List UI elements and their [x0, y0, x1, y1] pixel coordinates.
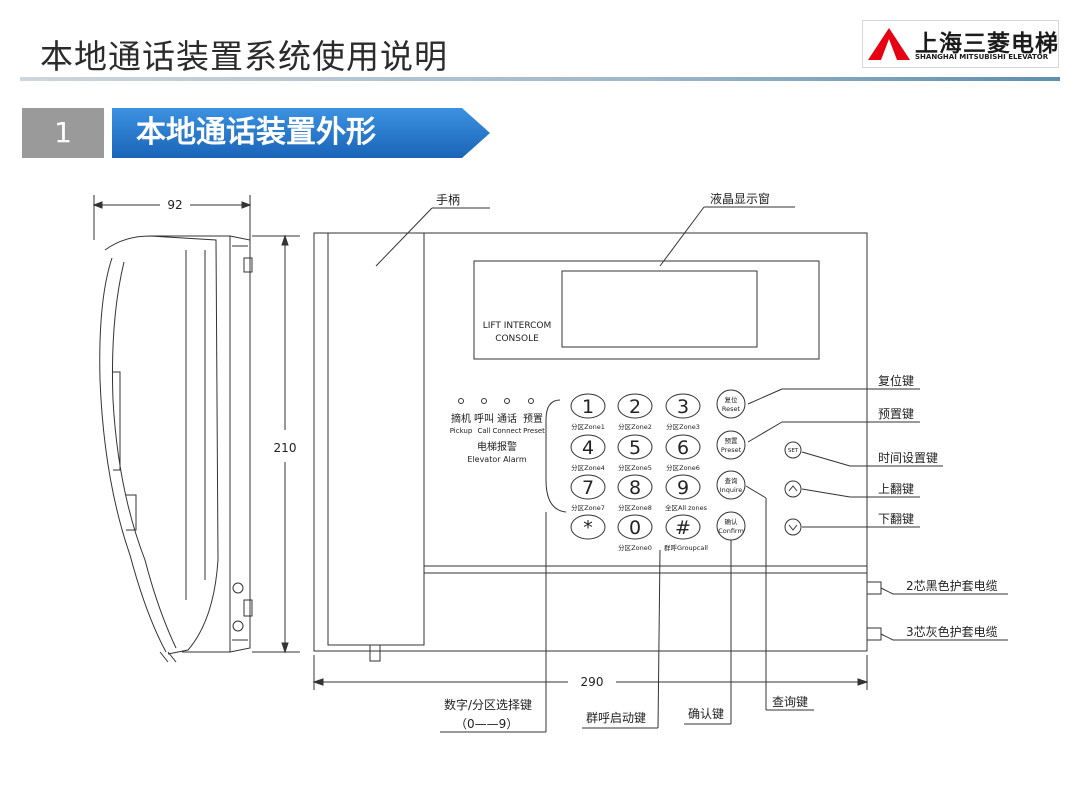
callout-cable2: 2芯黑色护套电缆	[906, 579, 998, 593]
key-6-label: 分区Zone6	[666, 463, 700, 472]
key-3: 3	[677, 396, 689, 418]
indicator-preset-en: Preset	[523, 427, 545, 435]
front-view	[312, 232, 894, 690]
callout-group-key: 群呼启动键	[586, 711, 646, 725]
reset-key-en: Reset	[722, 405, 741, 413]
set-key-label: SET	[788, 448, 799, 454]
callout-confirm-key: 确认键	[688, 707, 724, 721]
key-1: 1	[582, 396, 594, 418]
key-0: 0	[629, 517, 641, 539]
company-logo: 上海三菱电梯 SHANGHAI MITSUBISHI ELEVATOR	[862, 20, 1059, 68]
section-number: 1	[22, 108, 104, 158]
key-3-label: 分区Zone3	[666, 422, 700, 431]
key-hash-label: 群呼Groupcall	[664, 543, 708, 552]
key-2-label: 分区Zone2	[618, 422, 652, 431]
reset-key-cn: 复位	[725, 395, 739, 404]
handset	[327, 232, 425, 646]
key-5: 5	[629, 437, 641, 459]
console-label-1: LIFT INTERCOM	[483, 321, 552, 331]
indicator-preset-cn: 预置	[523, 413, 543, 425]
logo-mark-icon	[868, 28, 910, 60]
key-0-label: 分区Zone0	[618, 543, 652, 552]
alarm-label-en: Elevator Alarm	[467, 455, 526, 464]
callout-lcd: 液晶显示窗	[710, 191, 770, 206]
callout-preset-key: 预置键	[878, 407, 914, 421]
indicator-pickup-en: Pickup	[450, 427, 473, 435]
preset-key-en: Preset	[721, 446, 742, 454]
key-star: *	[583, 517, 593, 539]
callout-time-key: 时间设置键	[878, 451, 938, 465]
confirm-key-cn: 确认	[725, 517, 739, 526]
title-divider	[20, 77, 1060, 81]
confirm-key-en: Confirm	[718, 527, 744, 535]
indicator-connect-en: Connect	[493, 427, 522, 435]
callout-digit-range: （0——9）	[455, 717, 518, 731]
console-label-2: CONSOLE	[495, 334, 539, 344]
indicator-connect-cn: 通话	[497, 413, 517, 425]
callout-up-key: 上翻键	[878, 482, 914, 496]
dim-depth: 92	[167, 198, 182, 212]
drawing-labels: 92 210 290 LIFT INTERCOM CONSOLE 摘机 呼叫 通…	[167, 191, 997, 731]
key-2: 2	[629, 396, 641, 418]
preset-key-cn: 预置	[725, 436, 739, 445]
indicator-call-cn: 呼叫	[474, 413, 494, 425]
dim-height: 210	[274, 441, 297, 455]
callout-digit-keys: 数字/分区选择键	[444, 697, 532, 712]
lcd-screen	[561, 270, 758, 348]
key-hash: #	[675, 517, 691, 539]
page-title: 本地通话装置系统使用说明	[40, 37, 448, 76]
key-7: 7	[582, 477, 594, 499]
side-view	[92, 195, 300, 663]
indicator-pickup-cn: 摘机	[451, 412, 471, 425]
callout-handset: 手柄	[436, 193, 460, 207]
callout-down-key: 下翻键	[878, 512, 914, 526]
logo-text-cn: 上海三菱电梯	[915, 31, 1059, 57]
key-9: 9	[677, 477, 689, 499]
key-4-label: 分区Zone4	[571, 463, 605, 472]
callout-cable3: 3芯灰色护套电缆	[906, 625, 998, 639]
dim-width: 290	[581, 675, 604, 689]
callout-leaders	[375, 206, 1008, 733]
key-8: 8	[629, 477, 641, 499]
key-8-label: 分区Zone8	[618, 503, 652, 512]
key-1-label: 分区Zone1	[571, 422, 605, 431]
lcd-frame	[473, 260, 820, 360]
key-9-label: 全区All zones	[665, 503, 708, 512]
alarm-label-cn: 电梯报警	[477, 440, 517, 453]
indicator-call-en: Call	[477, 427, 490, 435]
callout-inquire-key: 查询键	[772, 695, 808, 709]
section-banner: 本地通话装置外形	[112, 108, 490, 158]
logo-text-en: SHANGHAI MITSUBISHI ELEVATOR	[915, 53, 1049, 61]
key-7-label: 分区Zone7	[571, 503, 605, 512]
callout-reset-key: 复位键	[878, 373, 914, 388]
inquire-key-cn: 查询	[725, 476, 739, 485]
key-4: 4	[582, 437, 594, 459]
section-title: 本地通话装置外形	[136, 115, 376, 150]
key-5-label: 分区Zone5	[618, 463, 652, 472]
key-6: 6	[677, 437, 689, 459]
inquire-key-en: Inquire	[720, 486, 743, 494]
console-body	[313, 232, 868, 652]
